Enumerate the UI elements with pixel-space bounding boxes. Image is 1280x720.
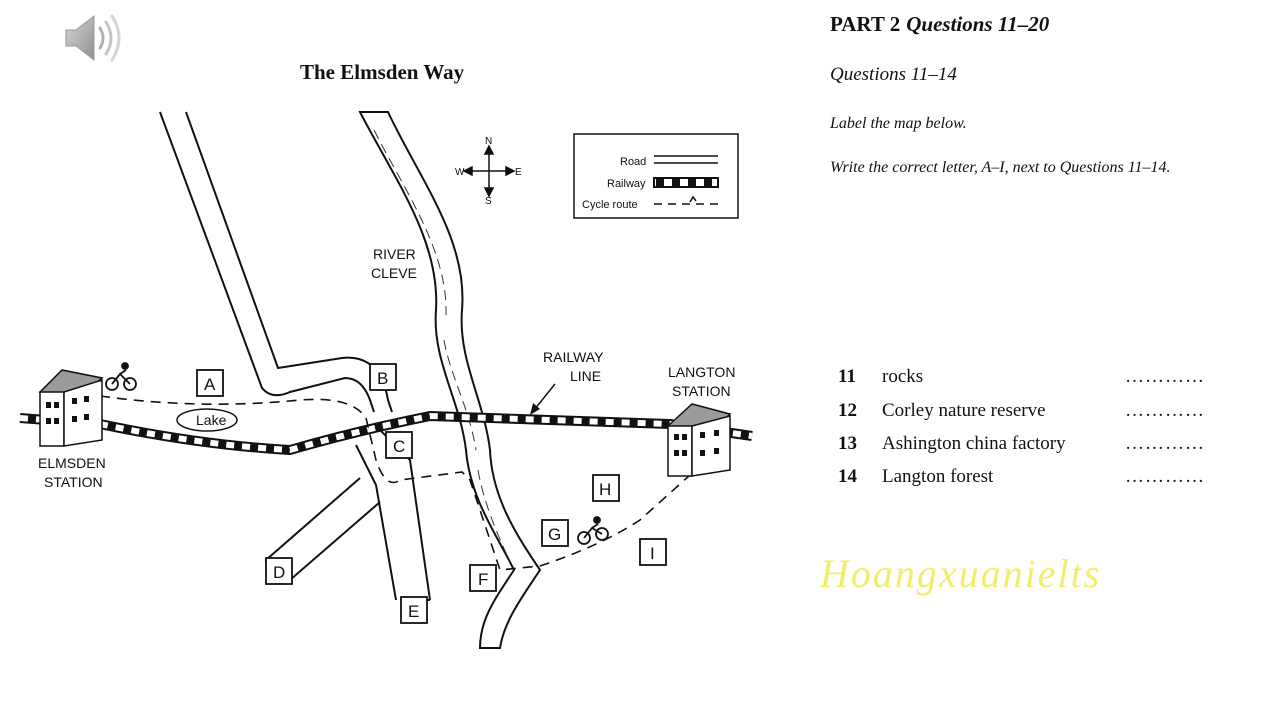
answer-blank[interactable]: ………… <box>1125 366 1205 387</box>
legend: Road Railway Cycle route <box>573 133 739 219</box>
railway-pointer-arrow <box>530 383 556 415</box>
question-number: 12 <box>838 400 857 421</box>
river-cleve <box>358 111 542 649</box>
railway-line-label-1: RAILWAY <box>543 349 604 365</box>
answer-blank[interactable]: ………… <box>1125 466 1205 487</box>
svg-text:B: B <box>377 369 388 388</box>
box-b: B <box>369 363 397 391</box>
question-row: 13 Ashington china factory ………… <box>838 433 1218 463</box>
legend-railway: Railway <box>607 178 646 190</box>
answer-blank[interactable]: ………… <box>1125 433 1205 454</box>
river-label-1: RIVER <box>373 246 416 262</box>
river-label-2: CLEVE <box>371 265 417 281</box>
elmsden-station-label-1: ELMSDEN <box>38 455 106 471</box>
question-number: 14 <box>838 466 857 487</box>
question-row: 12 Corley nature reserve ………… <box>838 400 1218 430</box>
box-f: F <box>469 564 497 592</box>
box-e: E <box>400 596 428 624</box>
part-questions: Questions 11–20 <box>906 12 1050 36</box>
compass-icon <box>462 144 516 198</box>
compass-w: W <box>455 167 465 178</box>
svg-text:H: H <box>599 480 611 499</box>
langton-station-label-2: STATION <box>672 383 731 399</box>
question-text: Ashington china factory <box>882 433 1066 454</box>
map: Lake ELMSDEN STATION LANGTON STATION RIV… <box>19 111 753 649</box>
speaker-icon[interactable] <box>60 6 130 70</box>
elmsden-station-label-2: STATION <box>44 474 103 490</box>
compass-n: N <box>485 136 492 147</box>
svg-text:E: E <box>408 602 419 621</box>
box-g: G <box>541 519 569 547</box>
railway <box>19 410 753 456</box>
railway-line-label-2: LINE <box>570 368 601 384</box>
questions-range: Questions 11–14 <box>830 64 957 85</box>
svg-text:F: F <box>478 570 488 589</box>
compass-e: E <box>515 167 522 178</box>
legend-cycle-route: Cycle route <box>582 199 638 211</box>
question-number: 13 <box>838 433 857 454</box>
svg-text:I: I <box>650 544 655 563</box>
lake-label: Lake <box>196 412 227 428</box>
instruction-write-letter: Write the correct letter, A–I, next to Q… <box>830 159 1171 176</box>
langton-station-icon <box>666 403 732 477</box>
svg-text:C: C <box>393 437 405 456</box>
box-c: C <box>385 431 413 459</box>
map-title: The Elmsden Way <box>300 60 465 84</box>
watermark: Hoangxuanielts <box>820 551 1102 596</box>
question-row: 14 Langton forest ………… <box>838 466 1218 496</box>
box-d: D <box>265 557 293 585</box>
cycle-route <box>99 395 701 571</box>
question-text: Langton forest <box>882 466 994 487</box>
bicycle-icon <box>577 516 609 545</box>
question-row: 11 rocks ………… <box>838 366 1218 396</box>
answer-blank[interactable]: ………… <box>1125 400 1205 421</box>
bicycle-icon <box>105 362 137 391</box>
part-label: PART 2 <box>830 12 901 36</box>
elmsden-station-icon <box>38 369 104 447</box>
box-h: H <box>592 474 620 502</box>
question-text: rocks <box>882 366 924 387</box>
roads <box>159 111 431 601</box>
compass-s: S <box>485 196 492 207</box>
box-i: I <box>639 538 667 566</box>
question-text: Corley nature reserve <box>882 400 1046 421</box>
question-number: 11 <box>838 366 856 387</box>
svg-text:D: D <box>273 563 285 582</box>
svg-text:G: G <box>548 525 561 544</box>
legend-road: Road <box>620 156 646 168</box>
svg-text:A: A <box>204 375 216 394</box>
lake <box>176 408 238 432</box>
box-a: A <box>196 369 224 397</box>
langton-station-label-1: LANGTON <box>668 364 735 380</box>
instruction-label-map: Label the map below. <box>830 115 967 132</box>
